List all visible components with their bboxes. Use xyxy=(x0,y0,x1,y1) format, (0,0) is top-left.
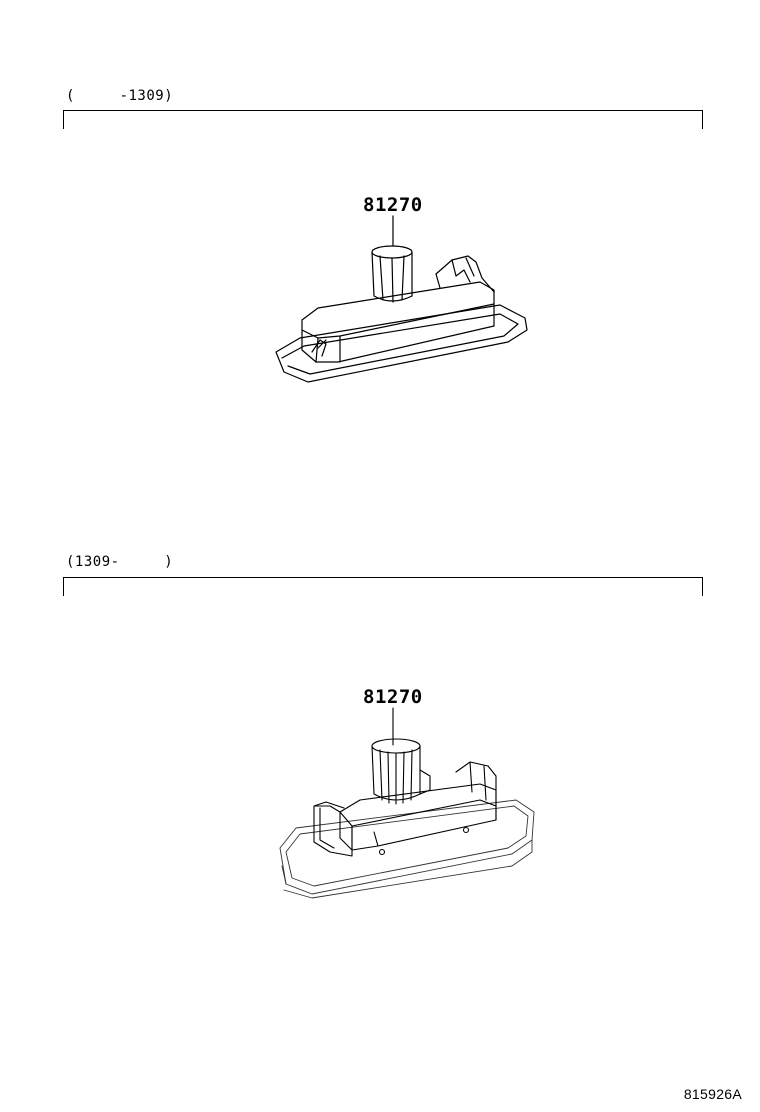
date-range-label: (1309- ) xyxy=(66,554,174,570)
section-bracket xyxy=(63,110,703,129)
license-lamp-new-illustration xyxy=(279,707,535,899)
part-number-callout[interactable]: 81270 xyxy=(363,686,423,708)
date-range-label: ( -1309) xyxy=(66,88,174,104)
part-number-callout[interactable]: 81270 xyxy=(363,194,423,216)
section-bracket xyxy=(63,577,703,596)
illustration-id: 815926A xyxy=(683,1086,742,1102)
license-lamp-old-illustration xyxy=(275,215,528,383)
